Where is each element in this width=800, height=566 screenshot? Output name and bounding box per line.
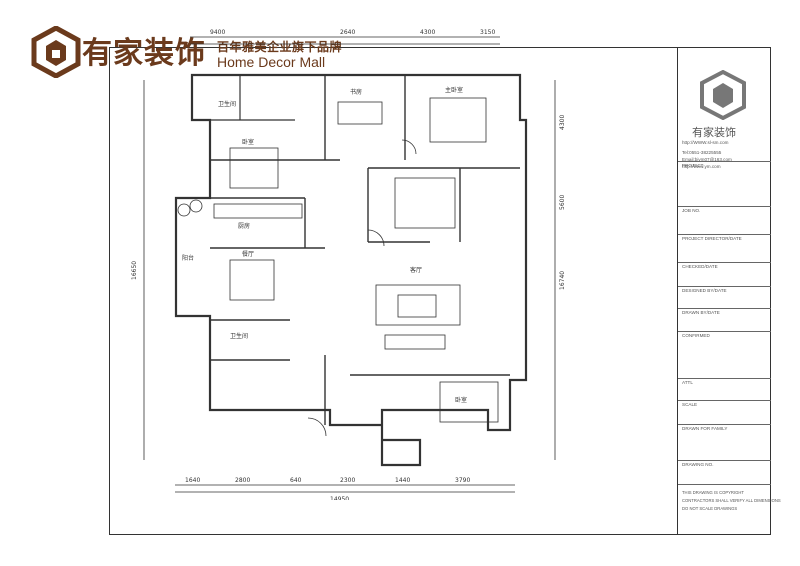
dim-top-2: 2640 [340,29,355,36]
titleblock-field: CHECKED/DATE [678,262,771,269]
sheet-frame [109,47,771,535]
dim-right-2: 4300 [559,115,566,130]
room-label-kitchen: 厨房 [238,222,250,230]
room-label-master: 主卧室 [445,86,463,94]
room-label-dining: 餐厅 [242,250,254,258]
dim-bottom-2: 2800 [235,477,250,484]
dim-top-1: 9400 [210,29,225,36]
title-block: 有家装饰 http://WWW.sl-sm.com Tel:0551-38225… [677,48,781,534]
room-label-balcony: 阳台 [182,254,194,262]
outer-wall [174,73,528,467]
titleblock-url: http://WWW.sl-sm.com [682,140,729,145]
brand-header: 有家装饰 百年雅美企业旗下品牌 Home Decor Mall [30,26,370,82]
dim-bottom-6: 3790 [455,477,470,484]
titleblock-line: Email:bjym07@163.com [682,157,732,162]
titleblock-divider [678,484,771,485]
titleblock-brand: 有家装饰 [692,127,736,139]
dim-top-3: 4300 [420,29,435,36]
dim-right-3: 5600 [559,195,566,210]
titleblock-field: JOB NO. [678,206,771,213]
dim-top-4: 3150 [480,29,495,36]
room-label-bath-1: 卫生间 [218,100,236,108]
titleblock-copyright: THIS DRAWING IS COPYRIGHT [682,490,744,495]
room-label-study: 书房 [350,88,362,96]
titleblock-field: DRAWN BY/DATE [678,308,771,315]
brand-name: 有家装饰 [82,36,206,71]
dim-bottom-4: 2300 [340,477,355,484]
titleblock-logo-icon [700,70,746,120]
titleblock-field: DESIGNED BY/DATE [678,286,771,293]
titleblock-field: DRAWN FOR FAMILY [678,424,771,431]
floor-plan: 9400 2640 4300 3150 14950 1640 2800 640 … [131,29,566,500]
brand-english: Home Decor Mall [217,54,326,70]
room-label-bath-2: 卫生间 [230,332,248,340]
brand-logo-icon [31,26,81,78]
titleblock-copyright: DO NOT SCALE DRAWINGS [682,506,738,511]
dim-bottom-3: 640 [290,477,302,484]
titleblock-copyright: CONTRACTORS SHALL VERIFY ALL DIMENSIONS [682,498,781,503]
room-label-living: 客厅 [410,266,422,274]
brand-tagline: 百年雅美企业旗下品牌 [217,40,343,54]
dim-bottom-1: 1640 [185,477,200,484]
titleblock-field: ATTL [678,378,771,385]
room-label-bedroom-2: 卧室 [455,396,467,404]
titleblock-field: DRAWING NO. [678,460,771,467]
dim-bottom-5: 1440 [395,477,410,484]
titleblock-field: SCALE [678,400,771,407]
titleblock-field: PROJECT DIRECTOR/DATE [678,234,771,241]
titleblock-line: Tel:0551-38225555 [682,150,722,155]
dim-left-1: 16650 [131,261,138,280]
titleblock-field: CONFIRMED [678,331,771,338]
dim-bottom-total: 14950 [330,496,349,500]
dim-right-1: 16740 [559,271,566,290]
titleblock-line: http://www.ym.com [682,164,721,169]
room-label-bedroom-1: 卧室 [242,138,254,146]
titleblock-field: PROJECT [678,161,771,168]
